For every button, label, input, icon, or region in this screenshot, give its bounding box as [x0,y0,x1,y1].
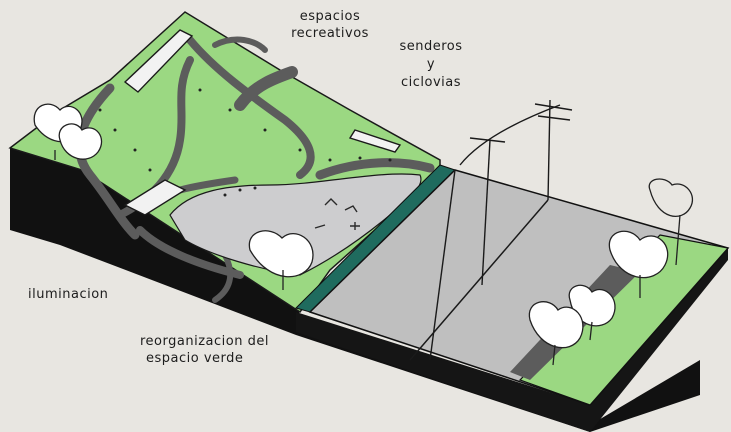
soil-block-front-side [296,248,728,432]
label-recreational-line-2: recreativos [291,26,369,41]
label-recreational-line-1: espacios [299,9,361,24]
label-lighting: iluminacion [28,287,109,302]
utility-poles [429,99,573,361]
label-paths-bikeways: senderos y ciclovias [392,38,470,92]
playground-equipment [314,198,360,230]
label-green-space-reorganization: reorganizacion del espacio verde [140,333,269,367]
label-reorg-line-2: espacio verde [146,351,244,366]
light-fixtures [98,88,392,197]
label-paths-line-2: y [426,57,436,72]
pergola-buildings [123,29,402,216]
label-paths-line-3: ciclovias [400,75,462,90]
tree-trunks [54,150,681,366]
label-reorg-line-1: reorganizacion del [140,334,269,349]
soil-block-left-side [10,148,700,432]
label-paths-line-1: senderos [399,39,463,54]
tree-group [33,103,694,349]
label-recreational-spaces: espacios recreativos [286,8,374,42]
